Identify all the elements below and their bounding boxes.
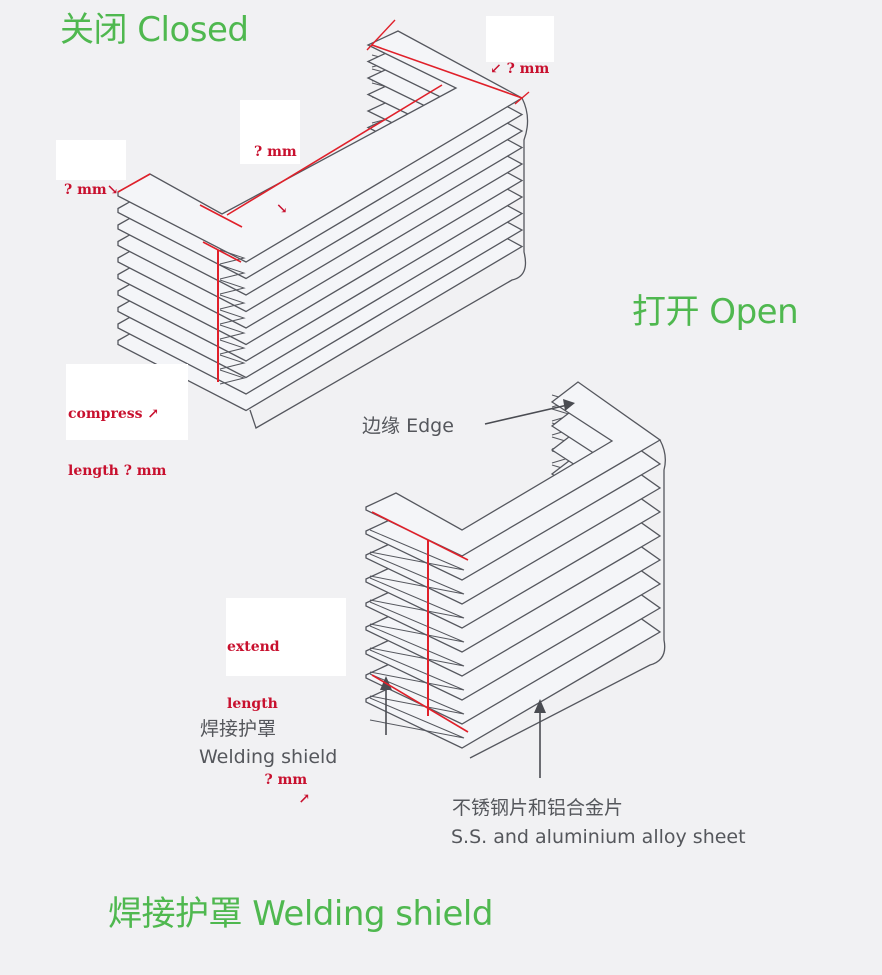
extend-length-arrow: ↗ xyxy=(298,791,311,807)
closed-sheet xyxy=(117,30,524,263)
open-front-fold xyxy=(369,601,465,643)
open-bellows-cover xyxy=(365,381,666,759)
closed-inner-length-measure xyxy=(226,84,443,216)
compress-length-line-2: length ? mm xyxy=(68,463,167,479)
open-front-fold xyxy=(369,577,465,619)
sheet-label-en: S.S. and aluminium alloy sheet xyxy=(451,826,746,848)
closed-front-fold xyxy=(219,339,246,355)
open-front-fold xyxy=(369,529,465,571)
open-extend-bottom-edge xyxy=(371,674,469,733)
open-side-edge xyxy=(469,439,666,759)
open-front-fold xyxy=(369,553,465,595)
closed-front-fold xyxy=(219,249,246,265)
closed-front-fold xyxy=(219,324,246,340)
open-front-fold xyxy=(369,625,465,667)
extend-length-line-3: ? mm ↗ xyxy=(227,752,346,828)
left-dimension-text: ? mm↘ xyxy=(64,182,119,198)
open-front-fold xyxy=(369,697,465,739)
compress-length-note: compress ↗ length ? mm xyxy=(66,364,188,479)
open-extend-top-edge xyxy=(371,511,469,561)
pointer-arrows xyxy=(380,399,575,778)
bottom-title: 焊接护罩 Welding shield xyxy=(108,894,493,934)
closed-front-fold xyxy=(219,354,246,370)
closed-front-fold xyxy=(219,294,246,310)
compress-length-line-1: compress ↗ xyxy=(68,406,160,422)
welding-shield-label-cn: 焊接护罩 xyxy=(200,718,277,740)
closed-top-right-measure xyxy=(371,44,523,99)
top-right-dimension-text: ↙ ? mm xyxy=(490,61,550,77)
closed-front-fold xyxy=(219,264,246,280)
sheet-pointer-arrowhead xyxy=(534,699,546,713)
closed-front-fold xyxy=(219,369,246,385)
top-mid-dimension-arrow: ↘ xyxy=(276,201,288,217)
open-front-fold xyxy=(369,649,465,691)
closed-compress-top-edge xyxy=(202,241,242,263)
extend-length-note: extend length ? mm ↗ xyxy=(226,598,346,807)
measurement-lines xyxy=(117,19,530,733)
closed-front-fold xyxy=(219,309,246,325)
top-mid-dimension-note: ? mm ↘ xyxy=(240,100,300,217)
extend-length-line-1: extend xyxy=(227,639,280,655)
extend-length-value: ? mm xyxy=(264,772,308,788)
edge-label: 边缘 Edge xyxy=(362,411,454,438)
closed-front-fold xyxy=(219,279,246,295)
open-front-fold xyxy=(369,673,465,715)
closed-top-right-tick-1 xyxy=(366,19,396,51)
closed-left-measure xyxy=(117,173,151,193)
closed-side-edge xyxy=(249,97,529,429)
open-title: 打开 Open xyxy=(632,292,799,332)
closed-top-right-tick-2 xyxy=(514,91,530,105)
closed-left-front-edge xyxy=(199,204,243,228)
sheet-label-cn: 不锈钢片和铝合金片 xyxy=(452,797,624,819)
edge-pointer-arrowhead xyxy=(563,399,575,411)
edge-label-en: Edge xyxy=(406,415,454,437)
closed-title: 关闭 Closed xyxy=(60,10,249,50)
welding-shield-label-en: Welding shield xyxy=(199,746,338,768)
edge-pointer-arrow xyxy=(484,403,573,425)
top-mid-dimension-text: ? mm xyxy=(254,144,297,160)
edge-label-cn: 边缘 xyxy=(362,415,401,437)
extend-length-line-2: length xyxy=(227,696,278,712)
left-dimension-note: ? mm↘ xyxy=(56,140,126,198)
top-right-dimension-note: ↙ ? mm xyxy=(486,16,554,77)
closed-bellows-cover xyxy=(117,30,529,429)
